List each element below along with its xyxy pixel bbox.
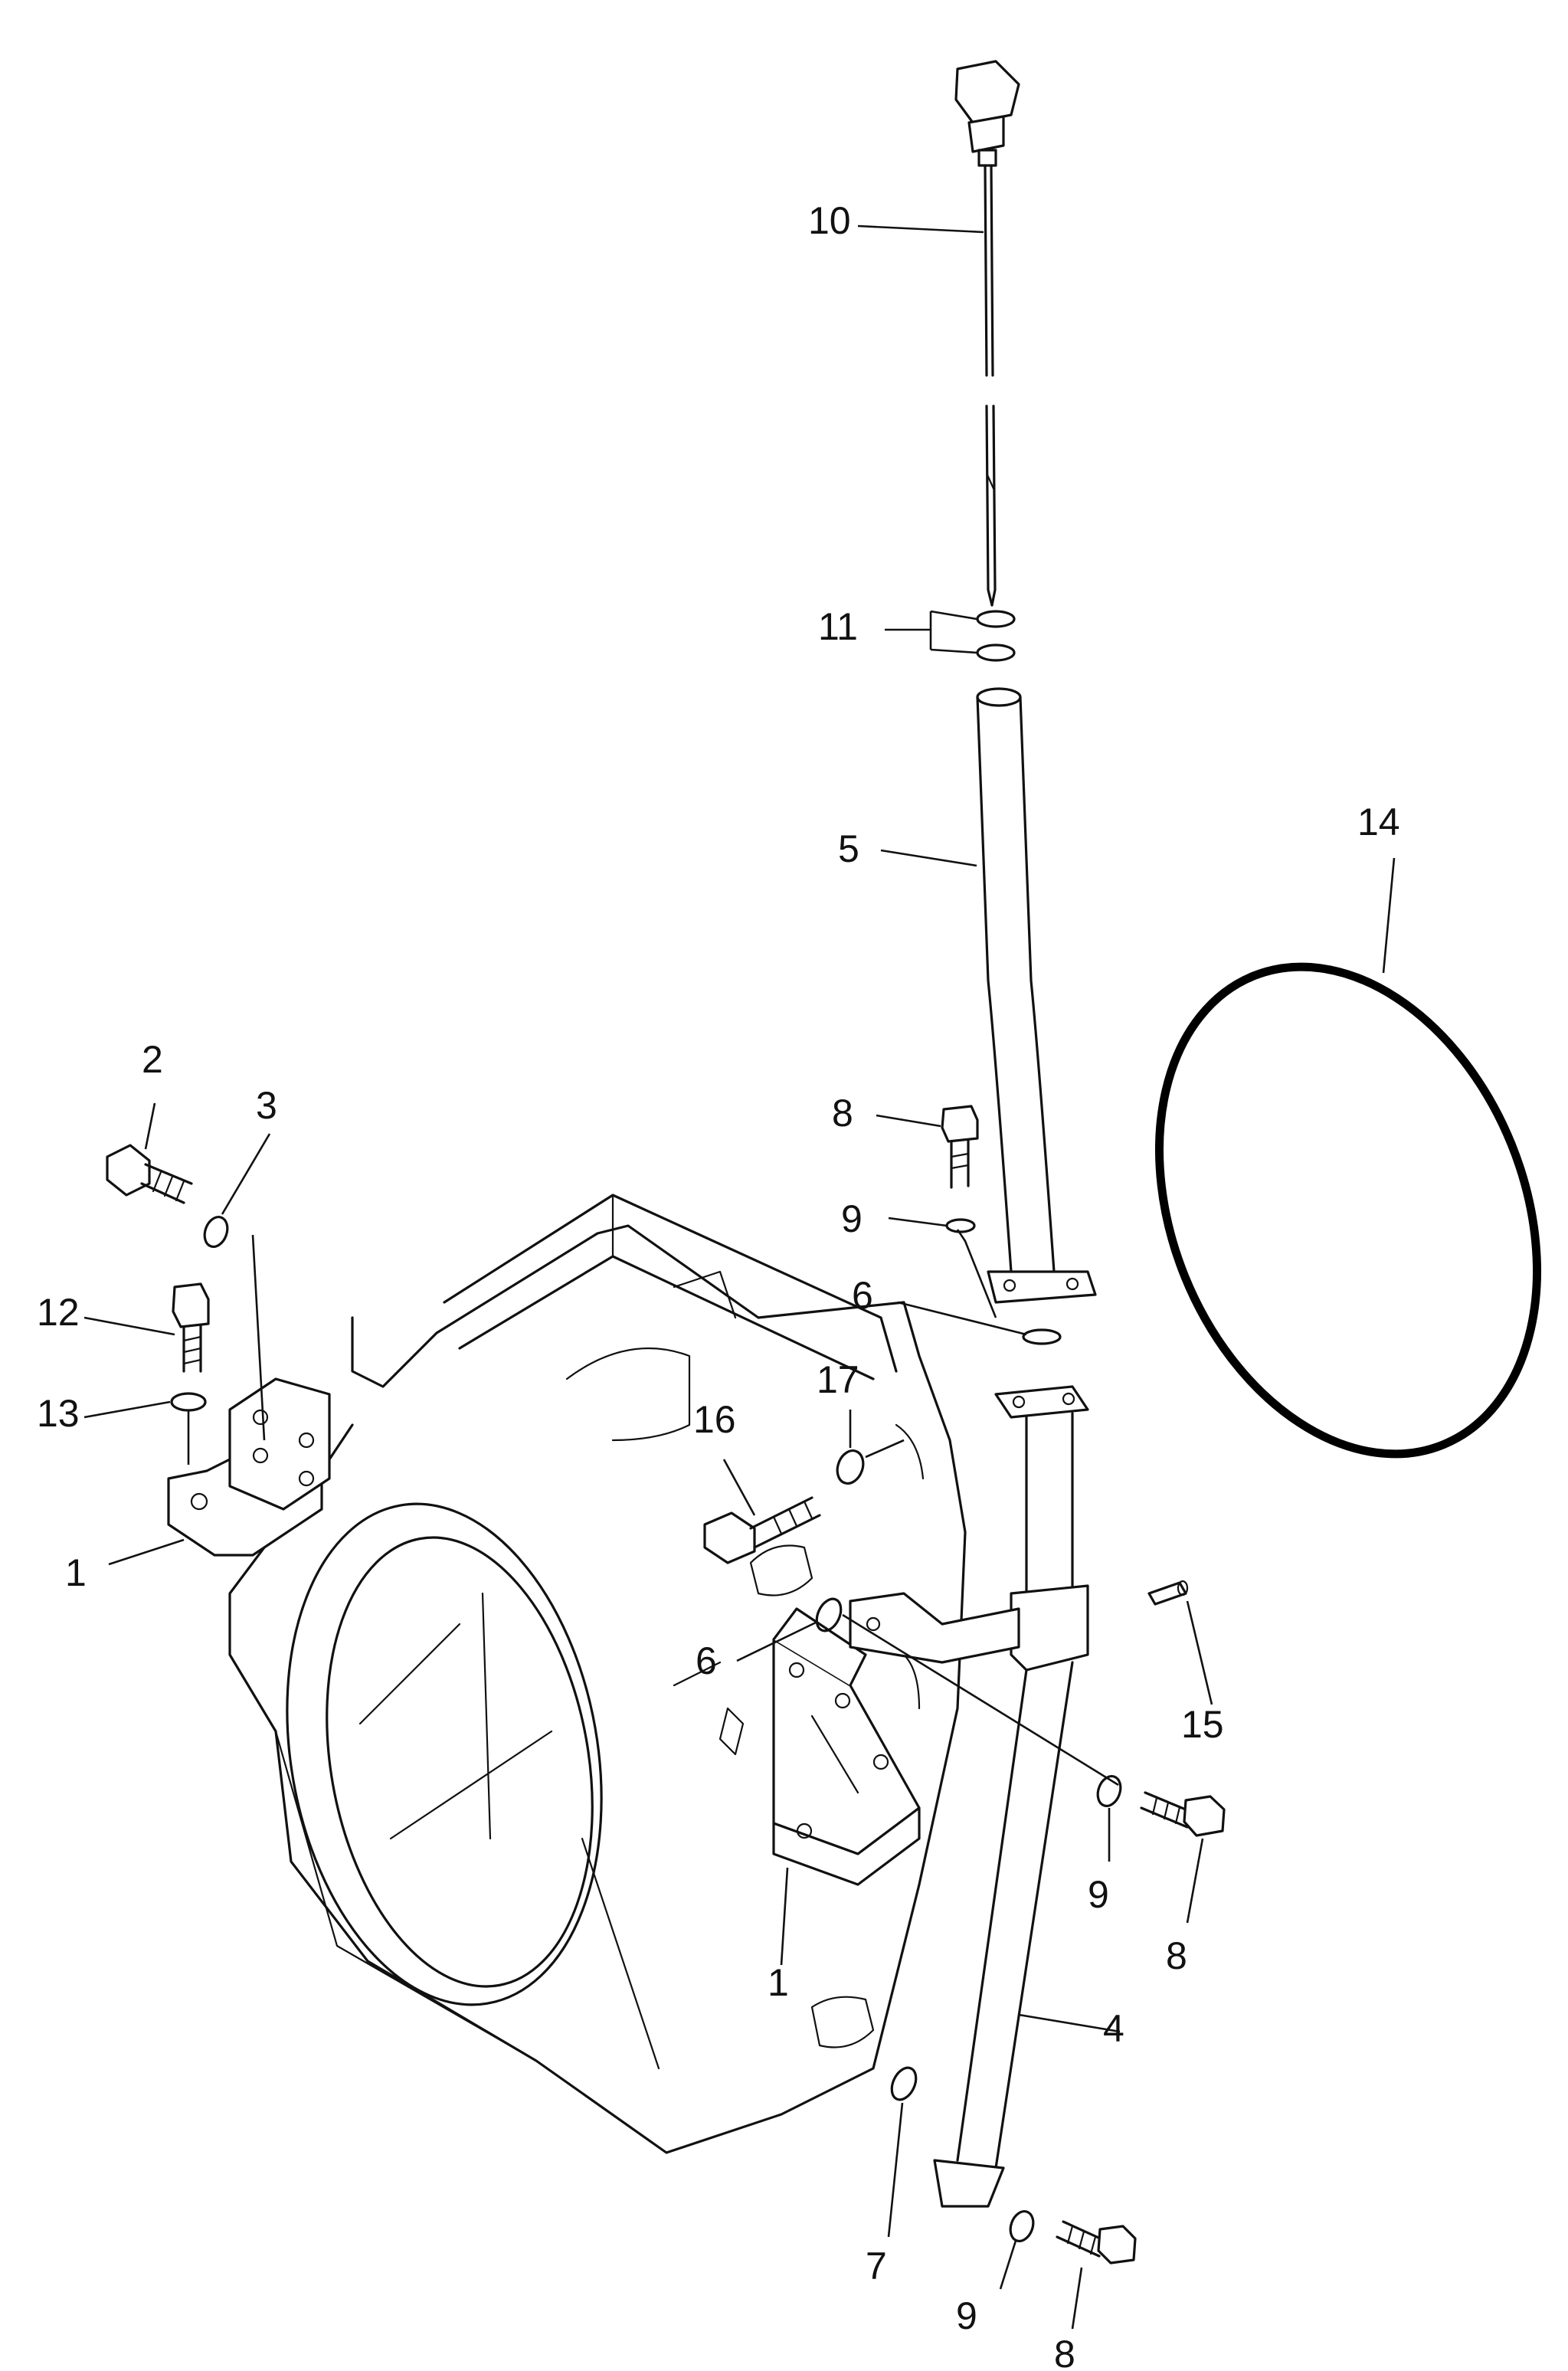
callout-11: 11 — [818, 605, 858, 648]
callout-4: 4 — [1103, 2007, 1124, 2050]
washer-9-upper — [945, 1218, 976, 1233]
callout-15: 15 — [1181, 1703, 1224, 1746]
o-ring-7 — [890, 2066, 918, 2101]
bolt-12 — [172, 1282, 210, 1373]
callout-6-lower: 6 — [696, 1639, 717, 1682]
gauge-pipe — [976, 687, 1097, 1304]
callout-12: 12 — [37, 1291, 80, 1334]
callout-1-left: 1 — [65, 1551, 87, 1594]
mounting-bracket-front — [772, 1607, 921, 1886]
callout-9-lower: 9 — [956, 2294, 977, 2337]
callout-6-upper: 6 — [852, 1274, 873, 1317]
transmission-housing — [228, 1194, 967, 2154]
washer-9-mid — [1096, 1775, 1122, 1807]
callout-7: 7 — [866, 2245, 887, 2287]
callout-8-mid: 8 — [1166, 1934, 1187, 1977]
o-rings-11 — [976, 610, 1016, 662]
bolt-2 — [106, 1144, 193, 1204]
callout-13: 13 — [37, 1392, 80, 1435]
bolt-8-lower — [1056, 2220, 1137, 2265]
callout-9-mid: 9 — [1088, 1873, 1109, 1916]
callout-8-upper: 8 — [832, 1092, 853, 1135]
callout-10: 10 — [808, 199, 851, 242]
callout-17: 17 — [817, 1358, 859, 1401]
leader-lines — [83, 224, 1396, 2330]
bolt-8-mid — [1140, 1791, 1226, 1837]
callout-5: 5 — [838, 827, 859, 870]
mounting-bracket-left — [167, 1377, 331, 1557]
bolt-8-upper — [941, 1105, 979, 1189]
callout-16: 16 — [693, 1398, 736, 1441]
washer-3 — [203, 1216, 229, 1248]
callout-labels: 1 1 2 3 4 5 6 6 7 8 8 8 9 9 9 10 11 12 1… — [37, 199, 1400, 2371]
callout-8-lower: 8 — [1054, 2333, 1075, 2371]
pin-15 — [1147, 1580, 1189, 1606]
washer-13 — [170, 1392, 207, 1412]
dipstick — [954, 60, 1020, 607]
washer-17 — [836, 1449, 865, 1485]
callout-9-upper: 9 — [841, 1197, 863, 1240]
o-ring-6-upper — [1022, 1328, 1062, 1345]
callout-3: 3 — [256, 1084, 277, 1127]
callout-2: 2 — [142, 1038, 163, 1081]
callout-1-front: 1 — [768, 1961, 789, 2004]
large-seal-ring — [1155, 962, 1541, 1459]
bolt-16 — [703, 1496, 821, 1564]
callout-14: 14 — [1357, 801, 1400, 843]
washer-9-lower — [1009, 2210, 1035, 2242]
o-ring-6-lower — [815, 1597, 843, 1633]
